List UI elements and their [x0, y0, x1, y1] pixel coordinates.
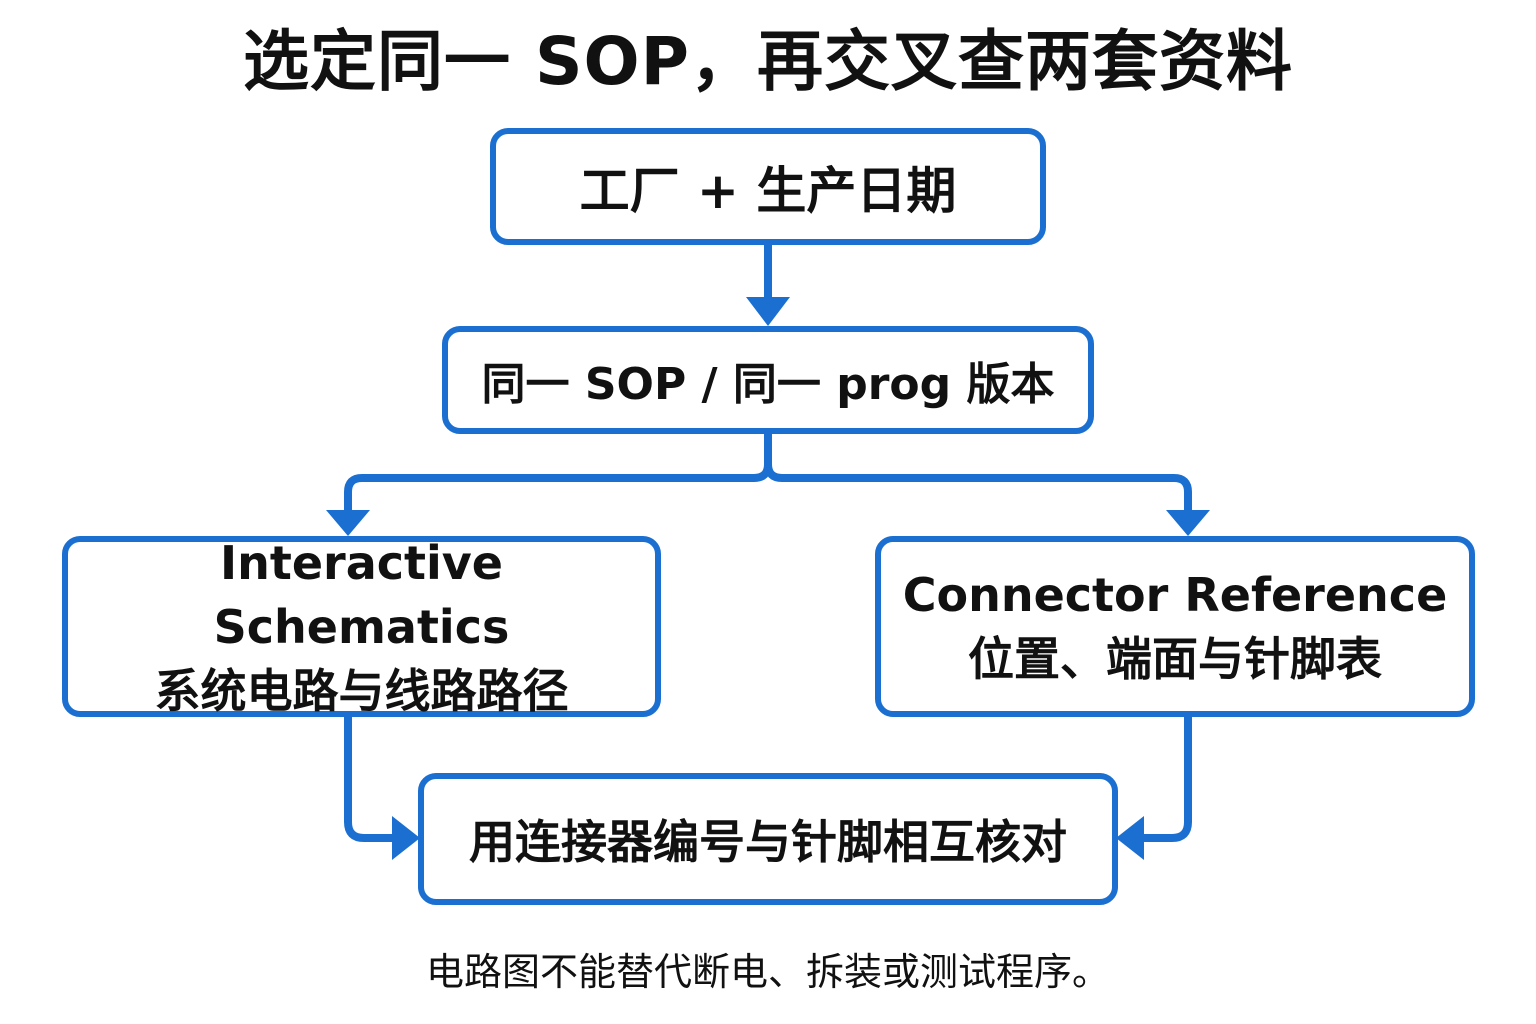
diagram-title: 选定同一 SOP，再交叉查两套资料 — [243, 23, 1293, 100]
arrowhead-connector-ref — [1166, 510, 1210, 536]
arrow-version-split-right — [764, 463, 1192, 512]
footer-note: 电路图不能替代断电、拆装或测试程序。 — [425, 950, 1110, 994]
node-factory-date-label: 工厂 + 生产日期 — [579, 161, 957, 220]
node-cross-check-label: 用连接器编号与针脚相互核对 — [469, 815, 1067, 869]
node-connector-reference: Connector Reference 位置、端面与针脚表 — [875, 536, 1475, 717]
node-schematics-title: Interactive Schematics — [213, 535, 510, 654]
node-connector-ref-subtitle: 位置、端面与针脚表 — [968, 631, 1382, 686]
arrow-schematics-to-check — [344, 717, 396, 842]
node-schematics-subtitle: 系统电路与线路路径 — [154, 663, 569, 718]
node-connector-ref-title: Connector Reference — [902, 567, 1448, 622]
node-same-version: 同一 SOP / 同一 prog 版本 — [442, 326, 1094, 434]
arrowhead-check-left — [392, 816, 420, 860]
arrowhead-version — [746, 297, 790, 326]
node-factory-date: 工厂 + 生产日期 — [490, 128, 1046, 245]
node-cross-check: 用连接器编号与针脚相互核对 — [418, 773, 1118, 905]
arrowhead-schematics — [326, 510, 370, 536]
arrowhead-check-right — [1116, 816, 1144, 860]
node-interactive-schematics: Interactive Schematics 系统电路与线路路径 — [62, 536, 661, 718]
node-same-version-label: 同一 SOP / 同一 prog 版本 — [481, 359, 1055, 410]
arrow-version-split — [344, 434, 772, 512]
arrow-connector-ref-to-check — [1140, 717, 1192, 842]
